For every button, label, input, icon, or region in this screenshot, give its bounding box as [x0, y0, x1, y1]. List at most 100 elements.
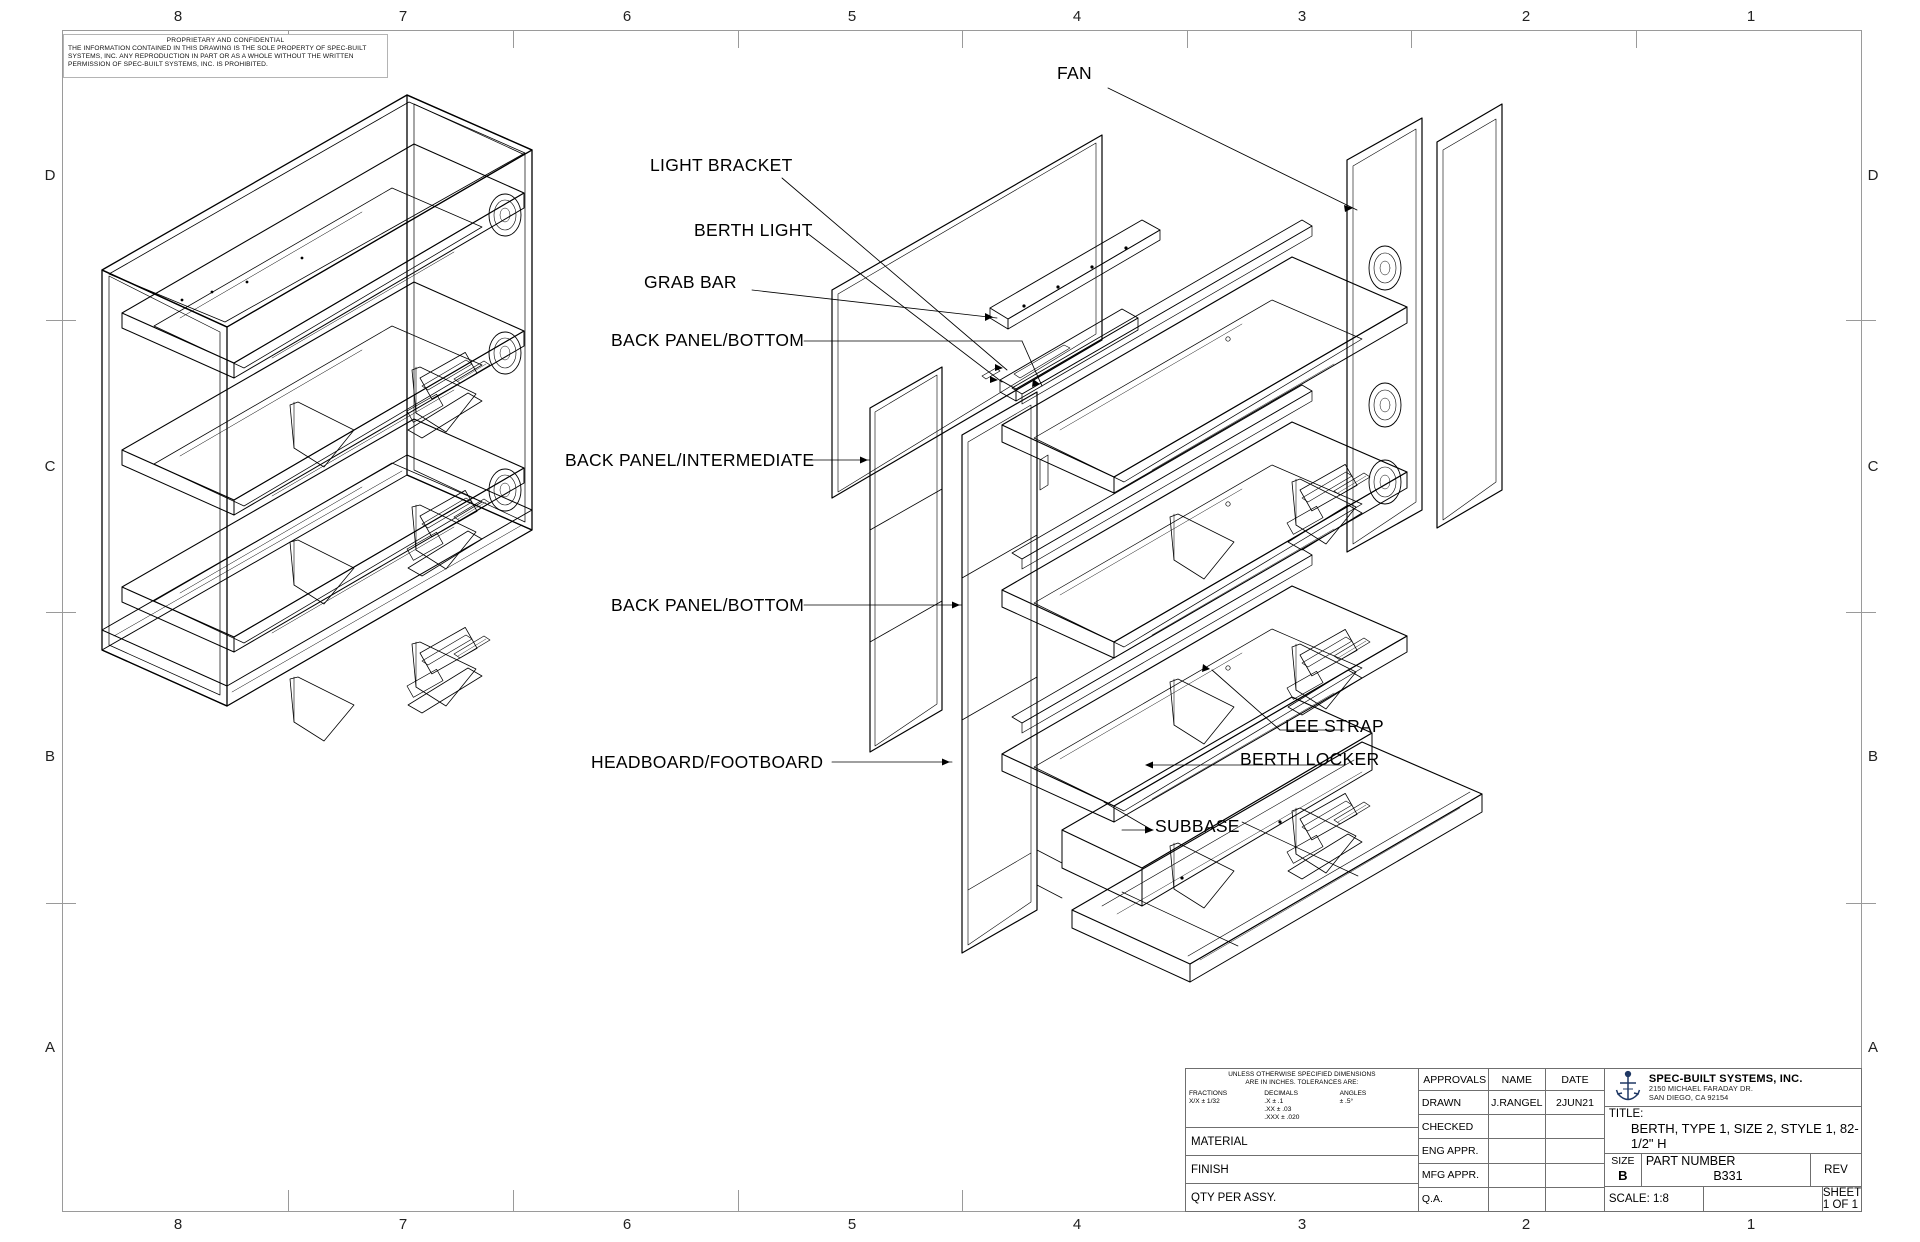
zone-letter-left-b: B — [44, 748, 55, 765]
tolerance-decimals-xxx: .XXX ± .020 — [1264, 1113, 1300, 1121]
zone-number-top-2: 2 — [1521, 8, 1531, 25]
approvals-name-qa[interactable] — [1489, 1187, 1547, 1212]
material-row: MATERIAL — [1186, 1128, 1418, 1157]
callout-grab-bar: GRAB BAR — [644, 272, 737, 292]
sheet-count-label: SHEET 1 OF 1 — [1822, 1187, 1861, 1211]
approvals-date-drawn[interactable]: 2JUN21 — [1556, 1096, 1594, 1109]
zone-number-bottom-4: 4 — [1072, 1216, 1082, 1233]
zone-number-top-8: 8 — [173, 8, 183, 25]
drawing-title-value: BERTH, TYPE 1, SIZE 2, STYLE 1, 82-1/2" … — [1630, 1121, 1859, 1152]
zone-letter-right-d: D — [1867, 167, 1879, 184]
callout-back-panel-bottom: BACK PANEL/BOTTOM — [611, 595, 805, 615]
approvals-row-drawn: DRAWN J.RANGEL 2JUN21 — [1418, 1091, 1604, 1116]
approvals-header-date: DATE — [1561, 1073, 1589, 1086]
approvals-label-checked: CHECKED — [1419, 1115, 1489, 1139]
zone-letter-left-c: C — [44, 458, 56, 475]
company-info: SPEC-BUILT SYSTEMS, INC. 2150 MICHAEL FA… — [1649, 1073, 1803, 1102]
zone-letter-right-a: A — [1867, 1039, 1878, 1056]
company-address-1: 2150 MICHAEL FARADAY DR. — [1648, 1084, 1753, 1094]
qty-per-assy-row: QTY PER ASSY. — [1191, 1191, 1277, 1204]
callout-berth-locker: BERTH LOCKER — [1240, 749, 1380, 769]
tolerance-fractions-value: X/X ± 1/32 — [1189, 1097, 1220, 1105]
approvals-date-eng-appr[interactable] — [1546, 1139, 1604, 1162]
part-number-cell: PART NUMBER B331 — [1642, 1154, 1811, 1186]
leader-arrowheads — [860, 205, 1353, 834]
callout-headboard-footboard: HEADBOARD/FOOTBOARD — [591, 752, 824, 772]
callout-berth-light: BERTH LIGHT — [694, 220, 813, 240]
callout-light-bracket: LIGHT BRACKET — [650, 155, 793, 175]
company-address-2: SAN DIEGO, CA 92154 — [1648, 1092, 1729, 1102]
zone-letter-right-b: B — [1867, 748, 1878, 765]
zone-number-top-7: 7 — [398, 8, 408, 25]
approvals-table: APPROVALS NAME DATE DRAWN J.RANGEL 2JUN2… — [1418, 1069, 1605, 1212]
zone-number-bottom-3: 3 — [1297, 1216, 1307, 1233]
drawing-title-label: TITLE: — [1608, 1108, 1644, 1121]
zone-number-top-1: 1 — [1746, 8, 1756, 25]
zone-letter-left-d: D — [44, 167, 56, 184]
approvals-name-mfg-appr[interactable] — [1489, 1163, 1547, 1187]
zone-number-bottom-8: 8 — [173, 1216, 183, 1233]
part-number-value: B331 — [1713, 1169, 1743, 1184]
proprietary-note: PROPRIETARY AND CONFIDENTIAL THE INFORMA… — [63, 34, 388, 78]
zone-number-top-4: 4 — [1072, 8, 1082, 25]
proprietary-note-line-3: PERMISSION OF SPEC-BUILT SYSTEMS, INC. I… — [68, 61, 268, 69]
approvals-header-approvals: APPROVALS — [1419, 1069, 1489, 1090]
approvals-label-drawn: DRAWN — [1419, 1091, 1489, 1115]
title-block: UNLESS OTHERWISE SPECIFIED DIMENSIONS AR… — [1185, 1068, 1862, 1212]
tolerance-decimals-label: DECIMALS — [1264, 1090, 1298, 1098]
approvals-date-qa[interactable] — [1546, 1188, 1604, 1211]
zone-number-bottom-7: 7 — [398, 1216, 408, 1233]
callout-back-panel-intermediate: BACK PANEL/INTERMEDIATE — [565, 450, 815, 470]
tolerance-note-line-1: UNLESS OTHERWISE SPECIFIED DIMENSIONS — [1228, 1071, 1376, 1078]
sheet-size-cell: SIZE B — [1605, 1154, 1642, 1186]
company-name: SPEC-BUILT SYSTEMS, INC. — [1648, 1073, 1803, 1086]
proprietary-note-line-2: SYSTEMS, INC. ANY REPRODUCTION IN PART O… — [68, 53, 354, 61]
zone-number-bottom-5: 5 — [847, 1216, 857, 1233]
approvals-date-mfg-appr[interactable] — [1546, 1164, 1604, 1187]
approvals-row-eng-appr: ENG APPR. — [1418, 1139, 1604, 1164]
approvals-row-checked: CHECKED — [1418, 1115, 1604, 1140]
approvals-label-mfg-appr: MFG APPR. — [1419, 1163, 1489, 1187]
tolerance-fractions-label: FRACTIONS — [1189, 1090, 1228, 1098]
approvals-name-eng-appr[interactable] — [1489, 1139, 1547, 1163]
exploded-berth-view — [831, 103, 1503, 983]
sheet-size-value: B — [1618, 1168, 1628, 1184]
scale-sheet-row: SCALE: 1:8 SHEET 1 OF 1 — [1605, 1187, 1861, 1211]
tolerance-angles-value: ± .5° — [1339, 1097, 1354, 1105]
proprietary-note-line-1: THE INFORMATION CONTAINED IN THIS DRAWIN… — [68, 45, 367, 52]
approvals-row-mfg-appr: MFG APPR. — [1418, 1163, 1604, 1188]
callout-fan: FAN — [1057, 63, 1092, 83]
drawing-title-field: TITLE: BERTH, TYPE 1, SIZE 2, STYLE 1, 8… — [1604, 1107, 1861, 1155]
finish-row: FINISH — [1186, 1156, 1418, 1185]
zone-number-top-6: 6 — [622, 8, 632, 25]
callout-subbase: SUBBASE — [1155, 816, 1240, 836]
zone-number-bottom-1: 1 — [1746, 1216, 1756, 1233]
callout-back-panel-bottom-top: BACK PANEL/BOTTOM — [611, 330, 805, 350]
title-block-right-column: SPEC-BUILT SYSTEMS, INC. 2150 MICHAEL FA… — [1604, 1069, 1861, 1211]
part-number-label: PART NUMBER — [1645, 1154, 1736, 1169]
approvals-row-qa: Q.A. — [1419, 1187, 1604, 1212]
tolerance-block: UNLESS OTHERWISE SPECIFIED DIMENSIONS AR… — [1186, 1069, 1418, 1129]
zone-letter-right-c: C — [1867, 458, 1879, 475]
zone-number-bottom-2: 2 — [1521, 1216, 1531, 1233]
company-header: SPEC-BUILT SYSTEMS, INC. 2150 MICHAEL FA… — [1604, 1069, 1861, 1108]
scale-label: SCALE: 1:8 — [1605, 1187, 1704, 1211]
approvals-name-drawn[interactable]: J.RANGEL — [1489, 1091, 1547, 1115]
proprietary-note-heading: PROPRIETARY AND CONFIDENTIAL — [166, 37, 285, 44]
approvals-name-checked[interactable] — [1489, 1115, 1547, 1139]
tolerance-fractions: FRACTIONS X/X ± 1/32 — [1189, 1090, 1264, 1121]
part-number-row: SIZE B PART NUMBER B331 REV — [1604, 1154, 1861, 1187]
drawing-artwork — [62, 30, 1862, 1212]
approvals-header-name: NAME — [1489, 1069, 1547, 1090]
approvals-date-checked[interactable] — [1546, 1115, 1604, 1138]
tolerance-note-line-2: ARE IN INCHES. TOLERANCES ARE: — [1245, 1078, 1359, 1086]
callout-lee-strap: LEE STRAP — [1285, 716, 1384, 736]
zone-letter-left-a: A — [44, 1039, 55, 1056]
tolerance-decimals: DECIMALS .X ± .1 .XX ± .03 .XXX ± .020 — [1264, 1090, 1339, 1121]
revision-label: REV — [1824, 1164, 1848, 1177]
title-block-left-column: UNLESS OTHERWISE SPECIFIED DIMENSIONS AR… — [1186, 1069, 1419, 1211]
tolerance-angles: ANGLES ± .5° — [1340, 1090, 1415, 1121]
title-block-spacer — [1704, 1187, 1823, 1211]
approvals-label-eng-appr: ENG APPR. — [1419, 1139, 1489, 1163]
